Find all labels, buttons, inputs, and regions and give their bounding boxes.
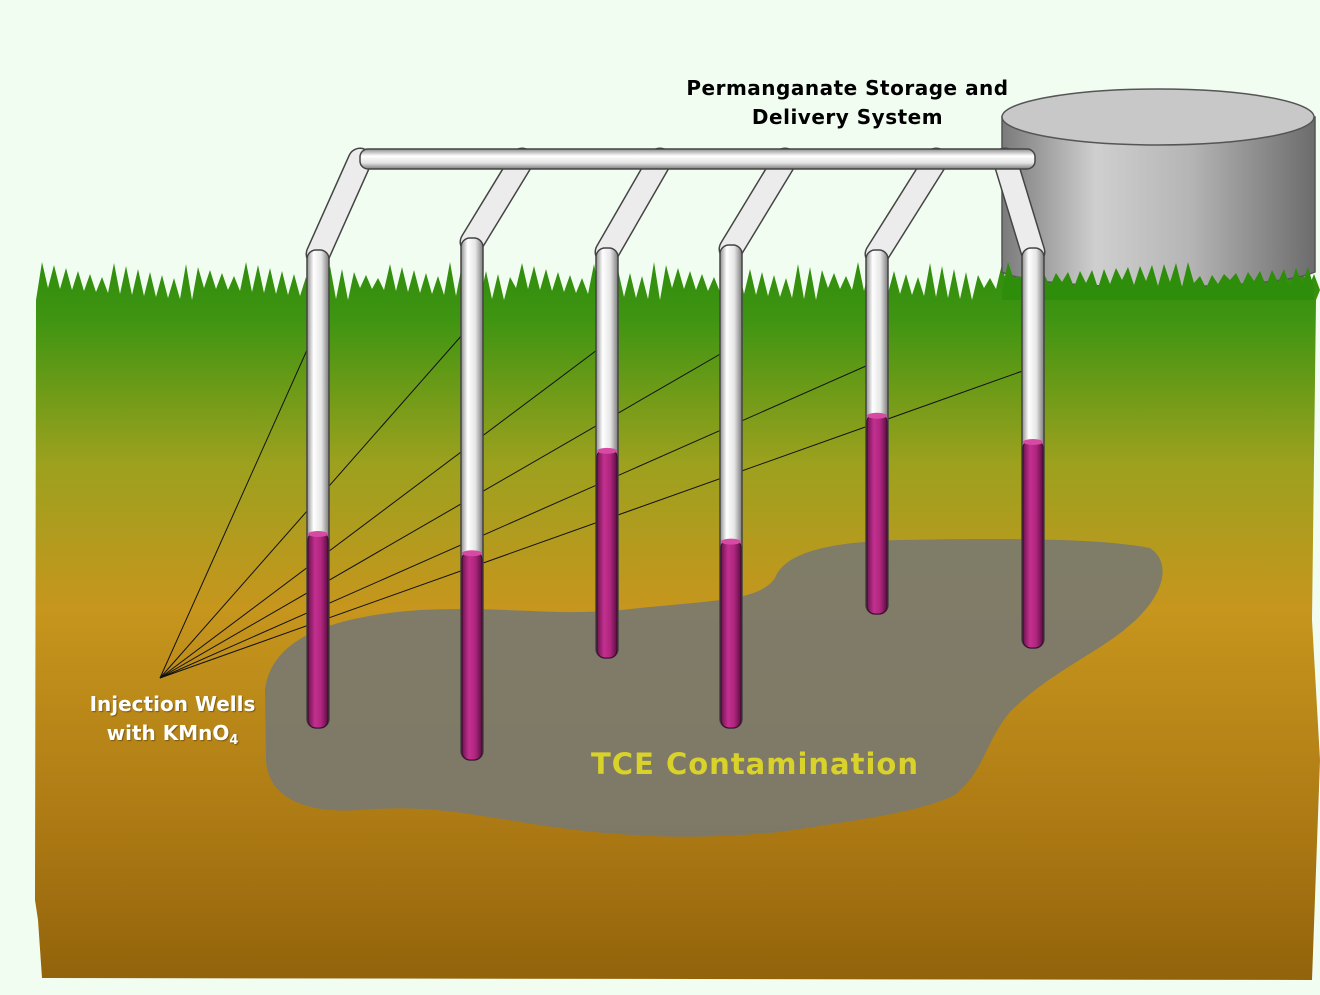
injection-wells bbox=[305, 147, 1046, 761]
pointer-line-5 bbox=[159, 361, 876, 679]
pointer-line-1 bbox=[159, 329, 317, 679]
kmno4-column-4 bbox=[720, 539, 742, 729]
tce-plume bbox=[265, 538, 1163, 837]
storage-label-line1: Permanganate Storage and bbox=[686, 76, 1009, 100]
kmno4-column-6 bbox=[1022, 439, 1044, 649]
kmno4-column-3 bbox=[596, 448, 618, 659]
wells-label-line2: with KMnO4 bbox=[40, 719, 305, 755]
kmno4-column-5 bbox=[866, 413, 888, 615]
tank-grass bbox=[1002, 262, 1314, 300]
kmno4-column-1 bbox=[307, 531, 329, 729]
storage-system-label: Permanganate Storage and Delivery System bbox=[620, 74, 1075, 132]
injection-wells-label: Injection Wells with KMnO4 bbox=[40, 690, 305, 755]
pointer-line-3 bbox=[159, 343, 606, 679]
wells-label-line1: Injection Wells bbox=[89, 692, 256, 716]
header-pipe bbox=[359, 148, 1036, 170]
kmno4-column-2 bbox=[461, 550, 483, 761]
wells-label-subscript: 4 bbox=[229, 733, 239, 748]
tce-contamination-label: TCE Contamination bbox=[591, 747, 919, 781]
wells-label-prefix: with KMnO bbox=[106, 721, 230, 745]
pointer-line-4 bbox=[159, 348, 730, 679]
storage-label-line2: Delivery System bbox=[751, 105, 944, 129]
